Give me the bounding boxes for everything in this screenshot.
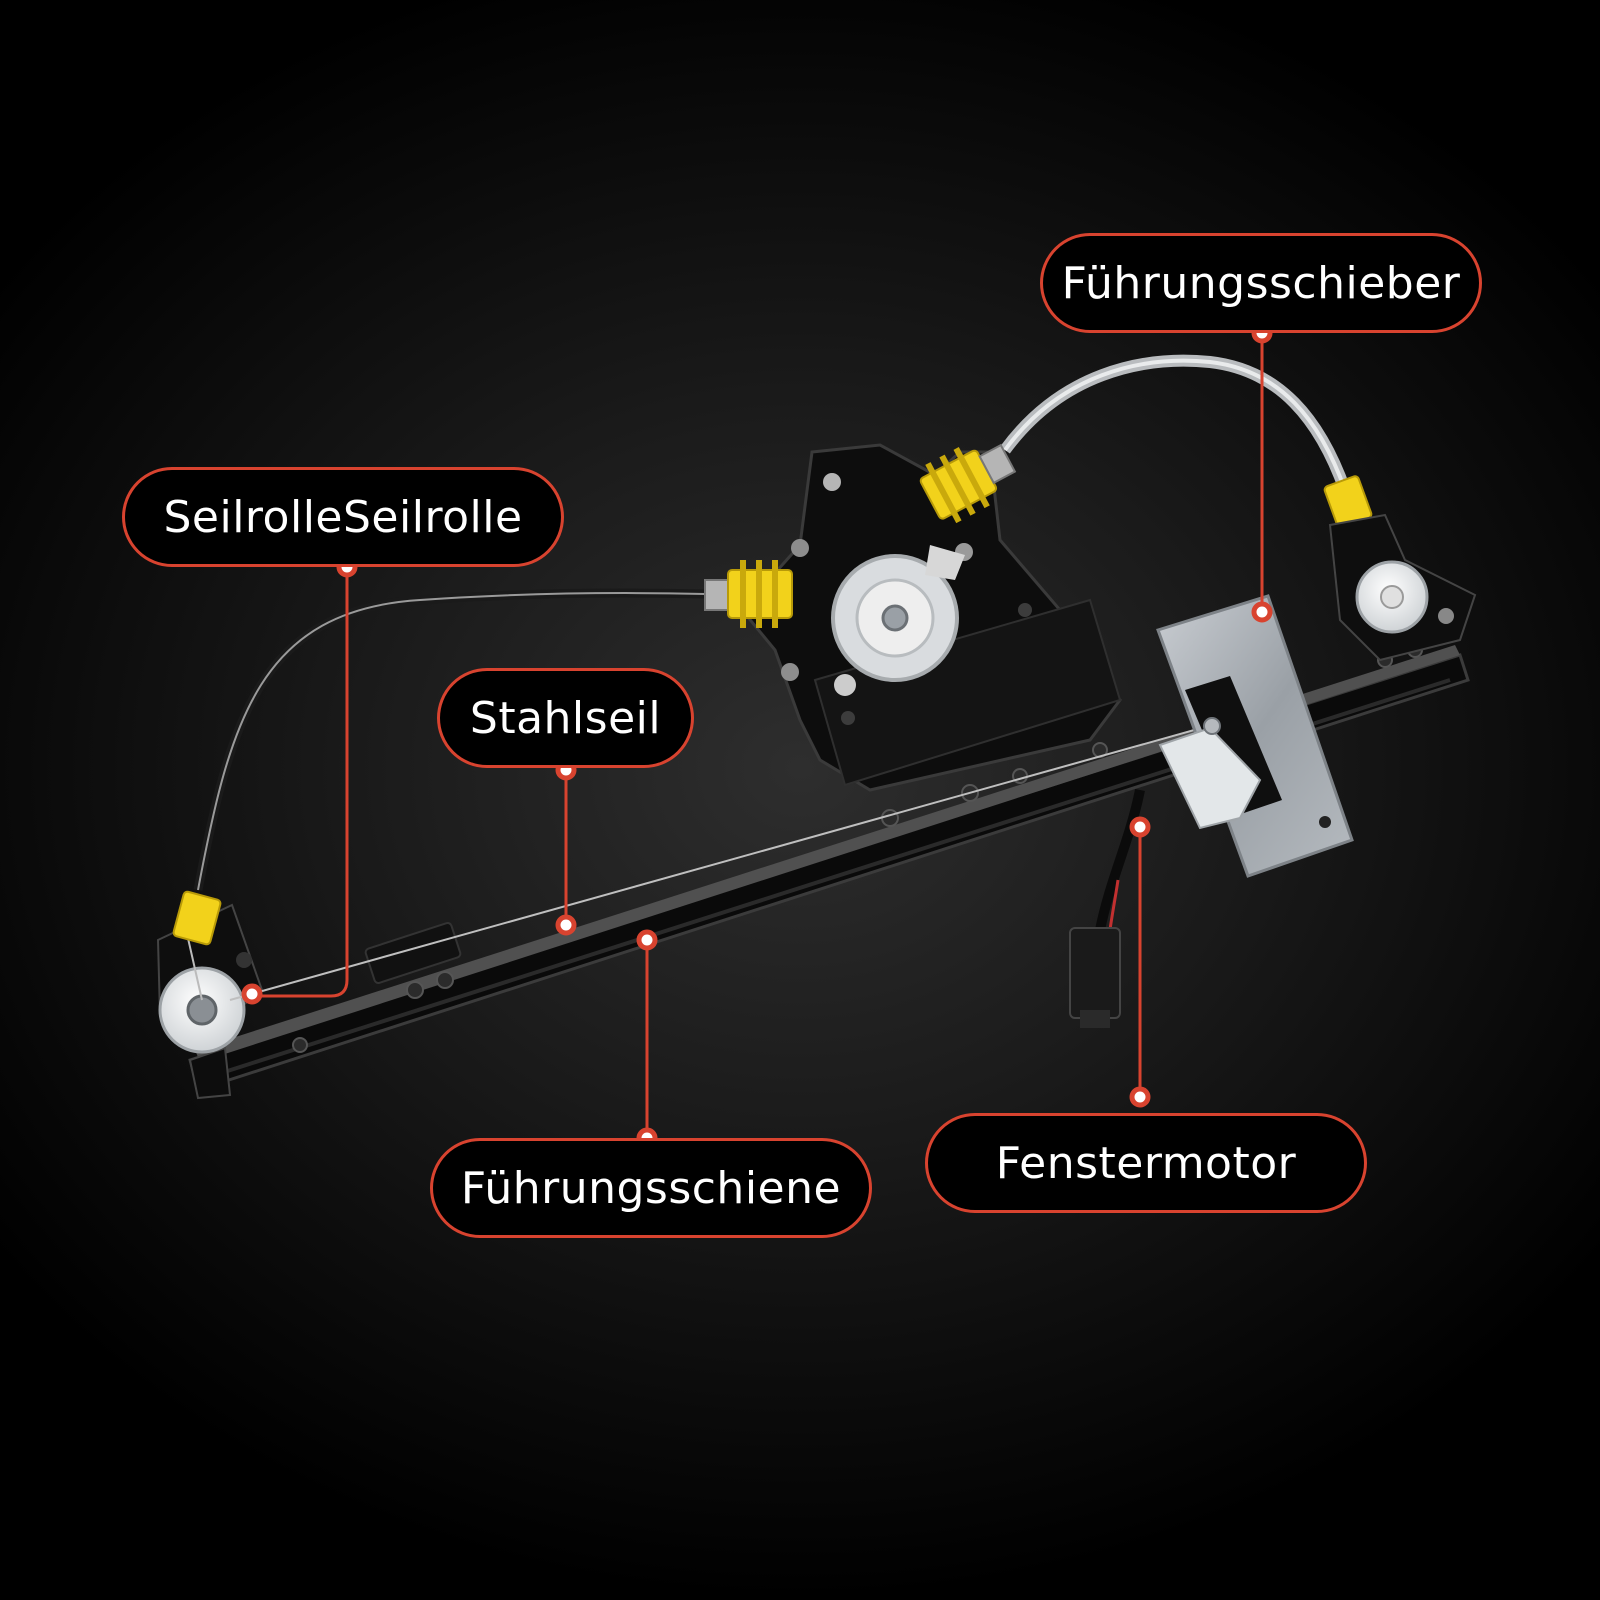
drum-housing bbox=[740, 443, 1122, 792]
guide-slider bbox=[1156, 594, 1354, 878]
callout-leaders bbox=[255, 333, 1264, 1138]
callout-cable-pulley: SeilrolleSeilrolle bbox=[122, 467, 564, 567]
cable-end-cap-left bbox=[172, 890, 222, 946]
callout-guide-rail: Führungsschiene bbox=[430, 1138, 872, 1238]
cable-housing-right bbox=[1000, 354, 1382, 571]
callout-steel-cable-label: Stahlseil bbox=[469, 692, 662, 744]
callout-window-motor: Fenstermotor bbox=[925, 1113, 1367, 1213]
right-pulley-assembly bbox=[1328, 513, 1477, 662]
cable-tensioner-left bbox=[704, 560, 793, 628]
callout-guide-slider: Führungsschieber bbox=[1040, 233, 1482, 333]
callout-steel-cable: Stahlseil bbox=[437, 668, 694, 768]
guide-rail bbox=[188, 642, 1470, 1100]
callout-cable-pulley-label: SeilrolleSeilrolle bbox=[163, 491, 523, 543]
cable-tensioner-right bbox=[919, 443, 1017, 524]
callout-guide-slider-label: Führungsschieber bbox=[1061, 257, 1461, 309]
callout-guide-rail-label: Führungsschiene bbox=[460, 1162, 842, 1214]
motor-wiring bbox=[1069, 789, 1145, 1028]
callout-window-motor-label: Fenstermotor bbox=[995, 1137, 1297, 1189]
